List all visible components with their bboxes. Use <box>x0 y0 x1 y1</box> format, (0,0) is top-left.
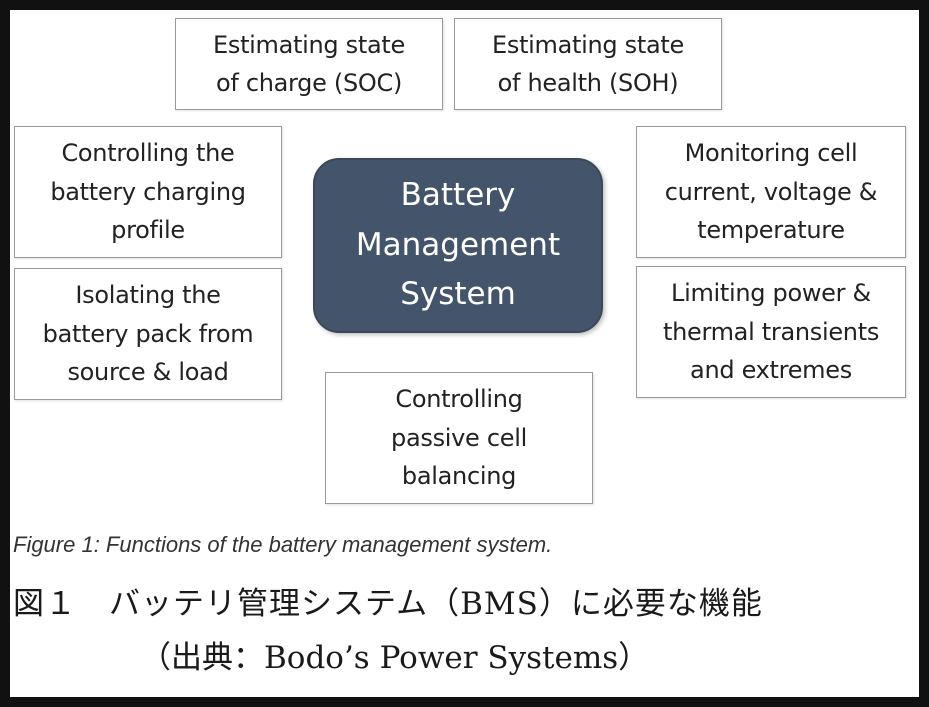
node-charging-profile: Controlling the battery charging profile <box>14 126 282 258</box>
node-soh: Estimating state of health (SOH) <box>454 18 722 110</box>
node-isolating: Isolating the battery pack from source &… <box>14 268 282 400</box>
center-bms: Battery Management System <box>313 158 603 333</box>
node-monitoring: Monitoring cell current, voltage & tempe… <box>636 126 906 258</box>
node-balancing: Controlling passive cell balancing <box>325 372 593 504</box>
caption-japanese: 図１ バッテリ管理システム（BMS）に必要な機能 <box>13 586 763 622</box>
node-soc: Estimating state of charge (SOC) <box>175 18 443 110</box>
caption-source: （出典：Bodo’s Power Systems） <box>140 640 650 676</box>
figure-frame: Estimating state of charge (SOC) Estimat… <box>10 10 919 697</box>
caption-english: Figure 1: Functions of the battery manag… <box>13 532 553 557</box>
node-limiting: Limiting power & thermal transients and … <box>636 266 906 398</box>
